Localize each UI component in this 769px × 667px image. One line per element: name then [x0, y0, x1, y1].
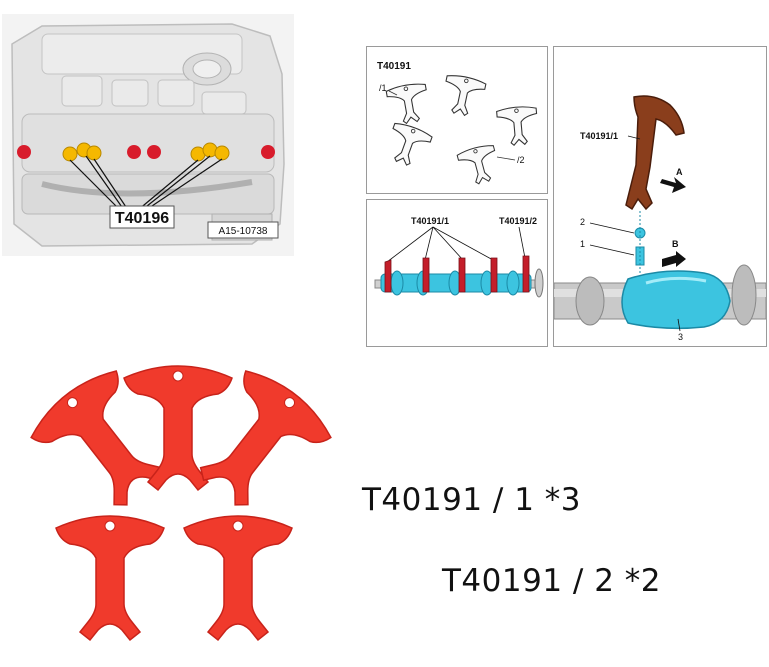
red-plug-3	[147, 145, 161, 159]
engine-tool-label: T40196	[115, 210, 169, 227]
arrow-a-label: A	[676, 167, 683, 177]
tool-photo-panel	[12, 358, 342, 664]
camshaft-label-part2: T40191/2	[499, 216, 537, 226]
camshaft-label-part1: T40191/1	[411, 216, 449, 226]
callout-1: 1	[580, 239, 585, 249]
camshaft-panel: T40191/1 T40191/2	[366, 199, 548, 347]
tool-kit-drawing: T40191 /1 /2	[377, 61, 540, 188]
engine-drawing: T40196 A15-10738	[2, 14, 294, 256]
arrow-b-icon	[662, 251, 686, 267]
camshaft-cam	[621, 270, 731, 330]
yellow-plug-group-left	[62, 142, 102, 162]
caption-part1: T40191 / 1 *3	[362, 482, 582, 518]
kit-part1-mark: /1	[379, 83, 387, 93]
tool-photo	[22, 360, 340, 641]
kit-title: T40191	[377, 61, 411, 72]
red-plug-4	[261, 145, 275, 159]
arrow-a-icon	[660, 177, 686, 193]
engine-illustration-panel: T40196 A15-10738	[2, 14, 294, 256]
kit-part2-mark: /2	[517, 155, 525, 165]
camshaft-drawing: T40191/1 T40191/2	[374, 216, 544, 298]
callout-3: 3	[678, 332, 683, 342]
detail-panel: T40191/1 A 2 1 B 3	[553, 46, 767, 347]
caption-part2: T40191 / 2 *2	[442, 563, 662, 599]
callout-2: 2	[580, 217, 585, 227]
engine-figure-id: A15-10738	[219, 226, 268, 237]
yellow-plug-group-right	[190, 142, 230, 162]
red-plug-1	[17, 145, 31, 159]
red-tool-4	[55, 515, 165, 641]
arrow-b-label: B	[672, 239, 679, 249]
detail-tool-shape	[625, 95, 685, 211]
red-tool-5	[183, 515, 293, 641]
detail-tool-label: T40191/1	[580, 131, 618, 141]
detail-drawing: T40191/1 A 2 1 B 3	[554, 95, 766, 342]
red-plug-2	[127, 145, 141, 159]
tool-kit-panel: T40191 /1 /2	[366, 46, 548, 194]
